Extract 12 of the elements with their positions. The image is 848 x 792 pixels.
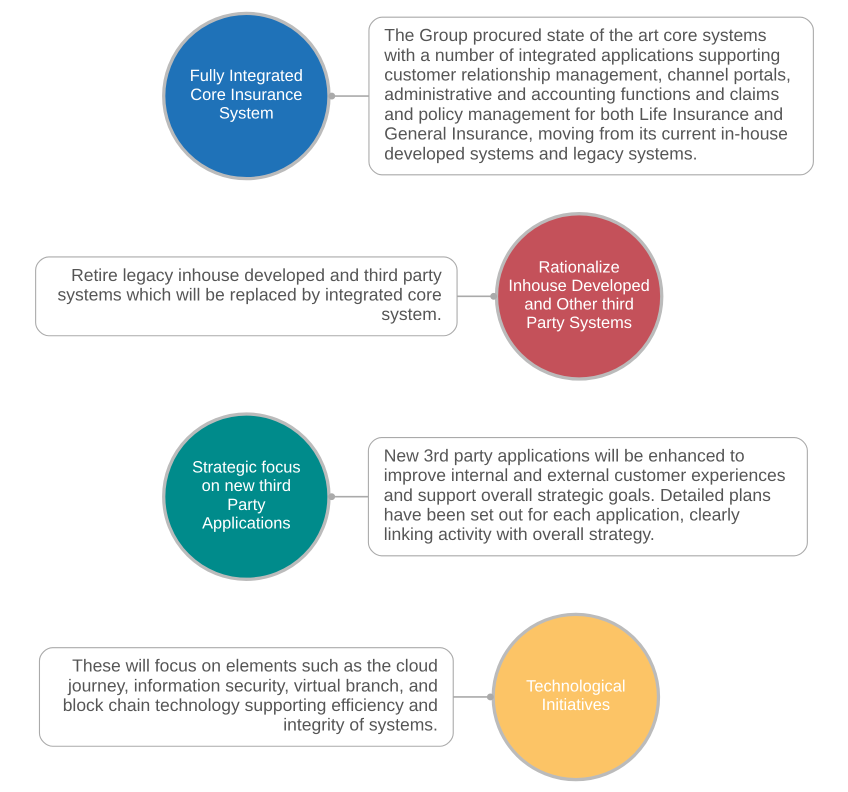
node-box: New 3rd party applications will be enhanced to improve internal and external customer experiences and support overall strategic goals. Detailed plans have been set out for each application, clearly linking activity with overall strategy. <box>367 436 808 556</box>
node-circle: Rationalize Inhouse Developed and Other third Party Systems <box>494 212 663 380</box>
node-circle: Technological Initiatives <box>491 612 660 781</box>
node-box: These will focus on elements such as the cloud journey, information security, virtual branch, and block chain technology supporting efficiency and integrity of systems. <box>38 646 454 746</box>
node-box: Retire legacy inhouse developed and third party systems which will be replaced by integrated core system. <box>34 256 458 336</box>
connector <box>456 292 497 300</box>
node-box: The Group procured state of the art core systems with a number of integrated applications supporting customer relationship management, channel portals, administrative and accounting functions and claims and policy management for both Life Insurance and General Insurance, moving from its current in-house developed systems and legacy systems. <box>368 16 814 175</box>
connector <box>452 693 494 700</box>
node-circle: Strategic focus on new third Party Applications <box>162 412 330 580</box>
connector <box>328 492 368 500</box>
node-circle: Fully Integrated Core Insurance System <box>162 11 330 180</box>
connector <box>328 92 368 99</box>
